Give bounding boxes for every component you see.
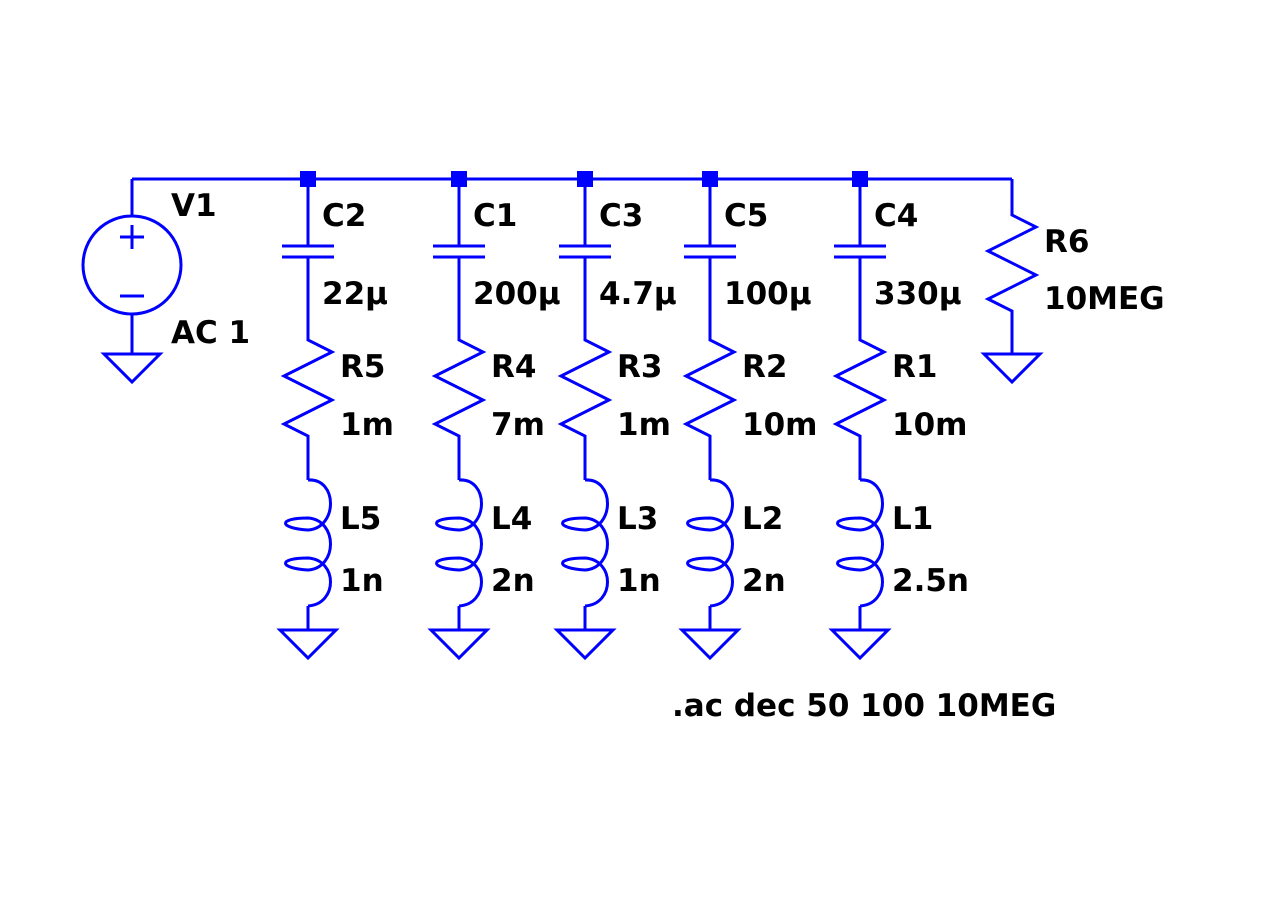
resistor-r6[interactable] [980, 179, 1044, 385]
rlc-branch[interactable] [828, 179, 892, 661]
voltage-source-v1[interactable] [81, 179, 183, 385]
c2-name: C2 [322, 198, 367, 234]
l5-value: 1n [340, 563, 384, 599]
r2-value: 10m [742, 407, 818, 443]
c2-value: 22µ [322, 276, 388, 312]
r5-value: 1m [340, 407, 394, 443]
l5-name: L5 [340, 501, 382, 537]
r4-value: 7m [491, 407, 545, 443]
spice-directive[interactable]: .ac dec 50 100 10MEG [672, 688, 1057, 724]
l4-value: 2n [491, 563, 535, 599]
l1-name: L1 [892, 501, 934, 537]
r5-name: R5 [340, 349, 386, 385]
c5-value: 100µ [724, 276, 812, 312]
rlc-branches [276, 179, 892, 661]
ground-icon [980, 352, 1044, 385]
ground-icon [100, 352, 164, 385]
l1-value: 2.5n [892, 563, 969, 599]
plus-icon [120, 225, 144, 249]
r2-name: R2 [742, 349, 788, 385]
r1-name: R1 [892, 349, 938, 385]
r4-name: R4 [491, 349, 537, 385]
rlc-branch[interactable] [553, 179, 617, 661]
c3-value: 4.7µ [599, 276, 677, 312]
l4-name: L4 [491, 501, 533, 537]
r1-value: 10m [892, 407, 968, 443]
c1-value: 200µ [473, 276, 561, 312]
rlc-branch[interactable] [678, 179, 742, 661]
r3-value: 1m [617, 407, 671, 443]
v1-value: AC 1 [171, 315, 251, 351]
c1-name: C1 [473, 198, 518, 234]
c5-name: C5 [724, 198, 769, 234]
l2-value: 2n [742, 563, 786, 599]
l3-name: L3 [617, 501, 659, 537]
c4-value: 330µ [874, 276, 962, 312]
r6-name: R6 [1044, 224, 1090, 260]
l3-value: 1n [617, 563, 661, 599]
r6-value: 10MEG [1044, 281, 1165, 317]
c4-name: C4 [874, 198, 919, 234]
rlc-branch[interactable] [427, 179, 491, 661]
r3-name: R3 [617, 349, 663, 385]
l2-name: L2 [742, 501, 784, 537]
v1-name: V1 [171, 188, 217, 224]
c3-name: C3 [599, 198, 644, 234]
rlc-branch[interactable] [276, 179, 340, 661]
